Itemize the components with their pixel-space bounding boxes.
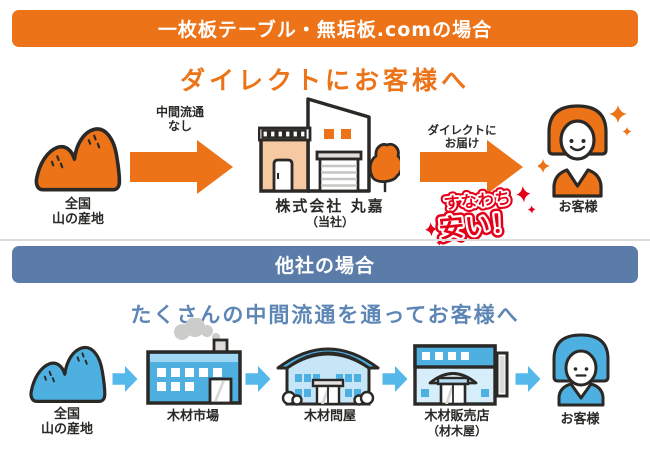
retailer-label-line2: （材木屋） <box>426 424 487 438</box>
arrow-icon <box>382 366 408 392</box>
top-source-label-line1: 全国 <box>64 197 91 212</box>
retailer-label-line1: 木材販売店 <box>424 409 490 424</box>
top-source-label-line2: 山の産地 <box>51 212 104 227</box>
cheap-badge: すなわち すなわち 安い！ 安い！ <box>422 179 539 251</box>
company-sublabel: （当社） <box>305 215 354 229</box>
customer-icon <box>538 104 632 198</box>
bottom-source-label: 全国 山の産地 <box>17 407 117 437</box>
company-label: 株式会社 丸嘉 <box>275 197 385 215</box>
shop-icon <box>413 344 509 406</box>
bottom-source-label-line2: 山の産地 <box>40 422 93 437</box>
bottom-source-label-line1: 全国 <box>53 407 80 422</box>
arrow-icon <box>112 366 138 392</box>
bottom-customer-label: お客様 <box>560 412 600 427</box>
arrow2-label: ダイレクトに お届け <box>412 124 512 150</box>
sparkle-icon <box>425 186 536 246</box>
section-divider <box>0 239 650 241</box>
arrow-icon <box>515 366 541 392</box>
mountain-icon <box>34 127 122 192</box>
factory-icon <box>146 318 242 405</box>
dome-warehouse-icon <box>276 347 380 406</box>
wholesaler-label: 木材問屋 <box>303 409 356 424</box>
top-headline: ダイレクトにお客様へ <box>179 66 470 95</box>
arrow2-label-line1: ダイレクトに <box>427 123 497 137</box>
bottom-section-banner: 他社の場合 <box>12 246 638 283</box>
arrow1-label: 中間流通 なし <box>130 105 230 133</box>
sparkle-icon <box>538 105 632 173</box>
retailer-label: 木材販売店 （材木屋） <box>407 409 507 438</box>
customer-icon <box>552 333 610 407</box>
arrow1-label-line1: 中間流通 <box>155 105 204 119</box>
arrow1-label-line2: なし <box>167 119 192 133</box>
arrow-icon <box>130 140 233 194</box>
top-section-banner: 一枚板テーブル・無垢板.comの場合 <box>12 10 638 47</box>
top-source-label: 全国 山の産地 <box>28 197 128 227</box>
arrow-icon <box>245 366 271 392</box>
mountain-icon <box>29 345 107 403</box>
arrow2-label-line2: お届け <box>444 136 480 150</box>
top-customer-label: お客様 <box>558 200 598 215</box>
bottom-headline: たくさんの中間流通を通ってお客様へ <box>130 303 520 327</box>
arrow-icon <box>420 140 523 194</box>
market-label: 木材市場 <box>166 409 219 424</box>
company-building-icon <box>258 97 400 193</box>
